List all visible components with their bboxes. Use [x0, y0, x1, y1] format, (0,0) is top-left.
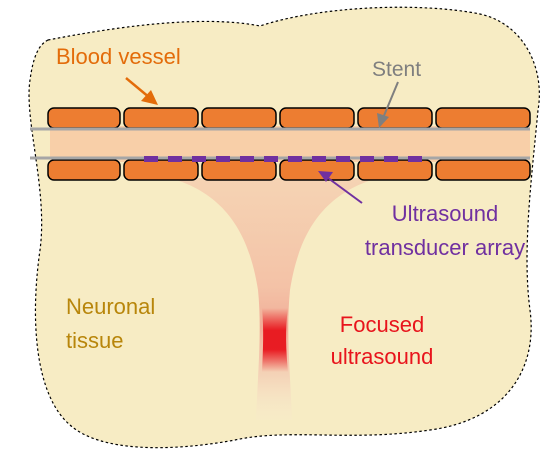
transducer-element	[360, 156, 374, 162]
transducer-element	[168, 156, 182, 162]
transducer-element	[312, 156, 326, 162]
focused-ultrasound-label-line1: Focused	[340, 312, 424, 337]
vessel-segment	[201, 159, 277, 181]
blood-vessel-label: Blood vessel	[56, 44, 181, 69]
vessel-segment	[47, 107, 121, 129]
vessel-segment	[279, 159, 355, 181]
transducer-element	[216, 156, 230, 162]
vessel-segment	[201, 107, 277, 129]
transducer-array	[144, 156, 422, 162]
vessel-wall-top	[47, 107, 531, 129]
vessel-wall-bottom	[47, 159, 531, 181]
focused-ultrasound-label-line2: ultrasound	[331, 344, 434, 369]
transducer-element	[336, 156, 350, 162]
vessel-segment	[123, 159, 199, 181]
neuronal-tissue-label-line2: tissue	[66, 328, 123, 353]
blood-vessel-arrow	[125, 77, 158, 105]
stent-arrow	[377, 81, 399, 128]
focal-spot	[262, 308, 288, 372]
vessel-segment	[357, 107, 433, 129]
transducer-element	[384, 156, 398, 162]
neuronal-tissue-label-line1: Neuronal	[66, 294, 155, 319]
transducer-element	[240, 156, 254, 162]
transducer-element	[288, 156, 302, 162]
vessel-segment	[357, 159, 433, 181]
stent-label: Stent	[372, 58, 421, 81]
vessel-segment	[435, 107, 531, 129]
vessel-segment	[123, 107, 199, 129]
transducer-arrow	[318, 171, 363, 204]
transducer-element	[192, 156, 206, 162]
transducer-element	[144, 156, 158, 162]
transducer-element	[408, 156, 422, 162]
vessel-segment	[47, 159, 121, 181]
transducer-label-line2: transducer array	[365, 235, 525, 260]
vessel-segment	[435, 159, 531, 181]
vessel-segment	[279, 107, 355, 129]
transducer-element	[264, 156, 278, 162]
transducer-label-line1: Ultrasound	[392, 201, 498, 226]
ultrasound-beam	[170, 178, 378, 420]
